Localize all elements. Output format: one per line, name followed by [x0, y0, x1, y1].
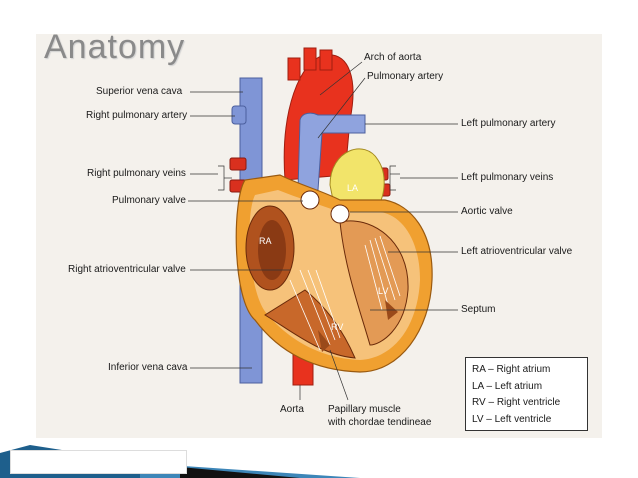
slide-title: Anatomy: [44, 28, 186, 66]
label-inferior-vena-cava: Inferior vena cava: [108, 362, 188, 373]
label-right-pulmonary-veins: Right pulmonary veins: [87, 168, 186, 179]
chamber-label-rv: RV: [331, 322, 344, 332]
legend-row: RA – Right atrium: [472, 364, 551, 375]
label-right-atrioventricular-valve: Right atrioventricular valve: [68, 264, 186, 275]
label-left-pulmonary-veins: Left pulmonary veins: [461, 172, 554, 183]
label-pulmonary-artery: Pulmonary artery: [367, 71, 444, 82]
chamber-legend: RA – Right atrium LA – Left atrium RV – …: [465, 357, 588, 431]
label-aortic-valve: Aortic valve: [461, 206, 513, 217]
label-right-pulmonary-artery: Right pulmonary artery: [86, 110, 188, 121]
papillary-muscle-rv: [318, 330, 330, 352]
caption-overlay-box: [10, 450, 187, 474]
aortic-branch-3: [319, 49, 333, 71]
chordae-tendineae-lines: [289, 235, 401, 351]
label-arch-of-aorta: Arch of aorta: [364, 52, 422, 63]
leader-lines: [188, 61, 458, 401]
right-atrium-inner: [258, 220, 286, 280]
label-septum: Septum: [461, 304, 496, 315]
legend-row: LA – Left atrium: [472, 380, 543, 392]
pulmonary-valve-shape: [300, 190, 320, 210]
chamber-label-lv: LV: [378, 286, 389, 296]
chamber-label-la: LA: [347, 183, 359, 193]
legend-row: LV – Left ventricle: [472, 413, 552, 425]
pulmonary-trunk-shape: [297, 112, 366, 191]
aortic-branch-2: [303, 47, 317, 71]
right-pulmonary-artery-shape: [231, 105, 247, 125]
label-superior-vena-cava: Superior vena cava: [96, 86, 183, 97]
right-pulmonary-vein-upper: [229, 157, 247, 171]
label-aorta: Aorta: [280, 404, 304, 415]
aortic-branch-1: [287, 57, 301, 81]
aortic-valve-shape: [330, 204, 350, 224]
label-left-pulmonary-artery: Left pulmonary artery: [461, 118, 556, 129]
label-papillary-muscle-line1: Papillary muscle: [328, 404, 401, 415]
label-pulmonary-valve: Pulmonary valve: [112, 195, 186, 206]
label-left-atrioventricular-valve: Left atrioventricular valve: [461, 246, 573, 257]
legend-row: RV – Right ventricle: [472, 397, 561, 408]
chamber-label-ra: RA: [259, 236, 272, 246]
label-papillary-muscle-line2: with chordae tendineae: [328, 417, 432, 428]
right-ventricle-chamber: [264, 289, 356, 359]
